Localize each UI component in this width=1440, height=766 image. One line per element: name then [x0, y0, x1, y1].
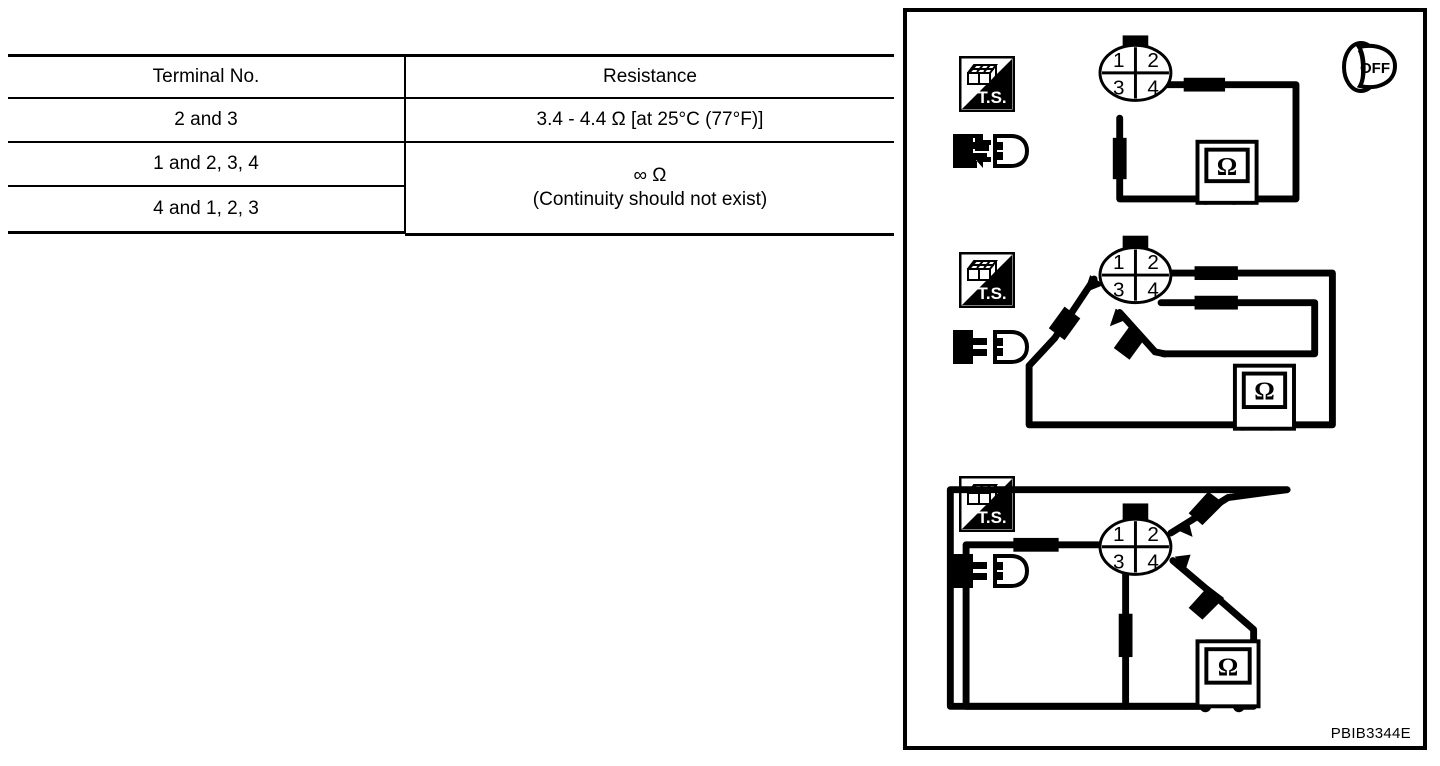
probe-tip [1174, 554, 1191, 573]
cell-resistance-infinite: ∞ Ω (Continuity should not exist) [404, 142, 894, 233]
probe-tip [1084, 275, 1104, 293]
ts-icon-label: T.S. [977, 508, 1006, 527]
header-resistance: Resistance [404, 54, 894, 99]
ignition-key-off-icon: OFF [1342, 41, 1398, 93]
table-bottom-rule-row [8, 231, 894, 236]
ohm-symbol: Ω [1218, 652, 1239, 681]
resistance-infinite-value: ∞ Ω [633, 165, 667, 186]
terminal-label-4: 4 [1147, 550, 1159, 573]
cell-terminal-4-and-1-2-3: 4 and 1, 2, 3 [8, 186, 405, 234]
spacer-left [8, 233, 405, 235]
ohmmeter: Ω [1195, 139, 1259, 205]
connector-4-pin: 1 2 3 4 [1098, 235, 1173, 305]
tool-select-ts-icon: T.S. [959, 56, 1015, 112]
disconnect-connector-icon [953, 134, 1030, 168]
header-terminal-no: Terminal No. [8, 54, 405, 99]
lead-barrel [1194, 295, 1238, 310]
lead-barrel [1112, 137, 1127, 180]
diagram-2-icon-stack: T.S. [953, 252, 1043, 370]
terminal-label-4: 4 [1147, 77, 1159, 100]
terminal-label-2: 2 [1147, 251, 1159, 274]
diagram-1: T.S. OFF [907, 22, 1423, 232]
terminal-label-2: 2 [1147, 49, 1159, 72]
key-off-label: OFF [1360, 60, 1390, 77]
diagram-2: T.S. [907, 234, 1423, 456]
ohmmeter: Ω [1195, 639, 1261, 709]
table-row: 1 and 2, 3, 4 ∞ Ω (Continuity should not… [8, 142, 894, 233]
lead-barrel [1194, 266, 1238, 281]
lead-barrel [1118, 613, 1133, 658]
connector-4-pin: 1 2 3 4 [1098, 35, 1173, 102]
terminal-label-1: 1 [1113, 49, 1125, 72]
cell-terminal-1-and-2-3-4: 1 and 2, 3, 4 [8, 142, 405, 187]
probe-barrel [1188, 491, 1225, 526]
resistance-spec-table: Terminal No. Resistance 2 and 3 3.4 - 4.… [8, 54, 894, 236]
figure-panel: T.S. OFF [903, 8, 1427, 750]
lead-barrel [1013, 537, 1059, 552]
diagram-2-circuit: Ω 1 2 3 4 [1025, 235, 1336, 431]
table-header-row: Terminal No. Resistance [8, 54, 894, 99]
terminal-label-1: 1 [1113, 523, 1125, 546]
probe-barrel [1113, 326, 1146, 360]
lead-barrel [1183, 77, 1226, 92]
table-row: 4 and 1, 2, 3 [8, 186, 894, 234]
ohm-symbol: Ω [1217, 151, 1238, 180]
disconnect-connector-icon [953, 330, 1030, 364]
ts-icon-label: T.S. [977, 284, 1006, 303]
terminal-label-3: 3 [1113, 77, 1125, 100]
probe-barrel [1048, 306, 1081, 341]
diagram-3-circuit: Ω 1 2 3 4 [946, 486, 1291, 713]
figure-caption: PBIB3344E [1330, 725, 1411, 742]
diagram-1-circuit: Ω 1 2 3 4 [1098, 35, 1300, 205]
terminal-label-4: 4 [1147, 279, 1159, 302]
terminal-label-2: 2 [1147, 523, 1159, 546]
resistance-continuity-note: (Continuity should not exist) [532, 188, 768, 210]
diagram-1-icon-stack: T.S. [953, 56, 1043, 174]
terminal-label-1: 1 [1113, 251, 1125, 274]
cell-terminal-2-and-3: 2 and 3 [8, 98, 405, 143]
ts-icon-label: T.S. [977, 88, 1006, 107]
ohmmeter: Ω [1232, 363, 1296, 431]
terminal-label-3: 3 [1113, 550, 1125, 573]
probe-tip [1174, 521, 1193, 537]
tool-select-ts-icon: T.S. [959, 252, 1015, 308]
connector-4-pin: 1 2 3 4 [1098, 503, 1173, 576]
terminal-label-3: 3 [1113, 279, 1125, 302]
spec-table-element: Terminal No. Resistance 2 and 3 3.4 - 4.… [8, 54, 894, 236]
probe-barrel [1188, 586, 1225, 620]
ohm-symbol: Ω [1254, 376, 1275, 405]
cell-resistance-2-and-3: 3.4 - 4.4 Ω [at 25°C (77°F)] [404, 98, 894, 143]
spacer-right [405, 231, 894, 236]
diagram-3: T.S. [907, 462, 1423, 732]
table-row: 2 and 3 3.4 - 4.4 Ω [at 25°C (77°F)] [8, 98, 894, 143]
probe-tip [1109, 308, 1130, 327]
